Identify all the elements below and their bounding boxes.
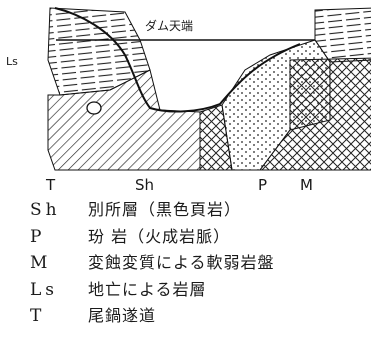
legend: Sh 別所層（黒色頁岩） P 玢 岩（火成岩脈） M 変蝕変質による軟弱岩盤 L… <box>30 196 370 329</box>
legend-row-ls: Ls 地亡による岩層 <box>30 276 370 303</box>
legend-row-sh: Sh 別所層（黒色頁岩） <box>30 196 370 223</box>
legend-code: Sh <box>30 200 61 220</box>
crest-label: ダム天端 <box>145 18 193 33</box>
label-t: T <box>45 176 56 194</box>
legend-row-m: M 変蝕変質による軟弱岩盤 <box>30 249 370 276</box>
legend-code: Ls <box>30 279 59 300</box>
valley-profile <box>54 7 301 113</box>
legend-desc: 尾鍋遂道 <box>88 306 157 325</box>
label-p: P <box>258 176 267 194</box>
legend-desc: 別所層（黒色頁岩） <box>88 200 242 219</box>
legend-desc: 変蝕変質による軟弱岩盤 <box>88 253 275 272</box>
label-m: M <box>300 176 313 194</box>
legend-code: M <box>30 253 52 273</box>
m-weak-rock <box>259 57 371 171</box>
tunnel-t <box>86 101 102 115</box>
label-ls: Ls <box>6 55 18 68</box>
legend-row-p: P 玢 岩（火成岩脈） <box>30 223 370 250</box>
legend-code: T <box>30 306 46 326</box>
label-sh: Sh <box>135 176 154 194</box>
legend-code: P <box>30 226 46 247</box>
legend-desc: 玢 岩（火成岩脈） <box>88 226 231 246</box>
legend-desc: 地亡による岩層 <box>88 279 207 299</box>
legend-row-t: T 尾鍋遂道 <box>30 302 370 329</box>
